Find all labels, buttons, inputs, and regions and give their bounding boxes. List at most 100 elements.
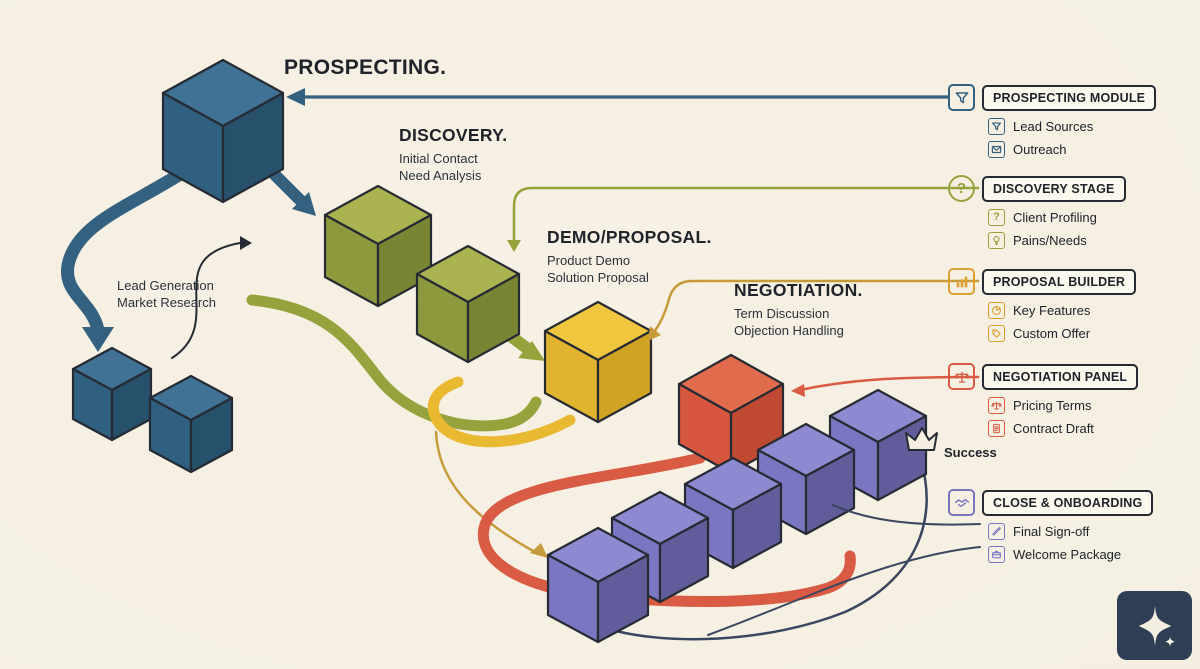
discovery-sub2: Need Analysis — [399, 168, 482, 183]
legend-title: PROPOSAL BUILDER — [982, 268, 1137, 295]
brand-logo — [1117, 591, 1192, 660]
flow-demo-to-close — [434, 430, 548, 558]
legend-group-negotiation: NEGOTIATION PANEL Pricing Terms Contract… — [948, 363, 1200, 437]
discovery-subtitle: Initial Contact Need Analysis — [399, 150, 481, 184]
document-icon — [988, 420, 1005, 437]
legend-item: Custom Offer — [988, 325, 1200, 342]
negotiation-sub2: Objection Handling — [734, 323, 844, 338]
flow-close-loop — [596, 456, 928, 641]
arrowhead — [240, 236, 252, 250]
legend-item-label: Lead Sources — [1013, 119, 1094, 134]
discovery-cube-2 — [415, 244, 521, 364]
legend-title: NEGOTIATION PANEL — [982, 363, 1139, 390]
legend-item-label: Pains/Needs — [1013, 233, 1087, 248]
discovery-sub1: Initial Contact — [399, 151, 478, 166]
crown-icon — [905, 427, 938, 451]
negotiation-title: NEGOTIATION. — [734, 280, 863, 300]
sparkle-icon — [1138, 605, 1175, 647]
close-cube-1 — [546, 526, 650, 644]
research-label: Lead Generation Market Research — [117, 277, 216, 311]
legend-item-label: Custom Offer — [1013, 326, 1091, 341]
discovery-title: DISCOVERY. — [399, 125, 508, 145]
question-icon: ? — [988, 209, 1005, 226]
connector-discovery-stage — [507, 186, 980, 252]
flow-demo-loop — [427, 376, 576, 448]
legend-item: Contract Draft — [988, 420, 1200, 437]
connector-final-signoff — [832, 504, 981, 526]
connector-welcome-package — [707, 546, 981, 636]
scales-icon — [988, 397, 1005, 414]
legend-head: NEGOTIATION PANEL — [948, 363, 1200, 390]
question-glyph: ? — [956, 180, 967, 197]
connector-proposal-builder — [648, 279, 980, 341]
legend-item-label: Outreach — [1013, 142, 1067, 157]
connector-prospecting-module — [286, 88, 950, 106]
legend-group-prospecting: PROSPECTING MODULE Lead Sources Outreach — [948, 84, 1200, 158]
legend-item: Lead Sources — [988, 118, 1200, 135]
legend-title: DISCOVERY STAGE — [982, 175, 1126, 202]
demo-title: DEMO/PROPOSAL. — [547, 227, 712, 247]
legend-item: Pricing Terms — [988, 397, 1200, 414]
pie-chart-icon — [988, 302, 1005, 319]
legend-item-label: Final Sign-off — [1013, 524, 1090, 539]
demo-cube — [543, 300, 653, 424]
legend-group-proposal: PROPOSAL BUILDER Key Features Custom Off… — [948, 268, 1200, 342]
demo-sub2: Solution Proposal — [547, 270, 649, 285]
legend-title: PROSPECTING MODULE — [982, 84, 1157, 111]
arrowhead — [530, 543, 548, 558]
question-icon: ? — [948, 175, 975, 202]
arrowhead — [518, 341, 545, 361]
flow-prospecting-to-research — [61, 145, 219, 352]
research-cube-2 — [148, 374, 234, 474]
legend-item-label: Pricing Terms — [1013, 398, 1092, 413]
funnel-icon — [948, 84, 975, 111]
research-cube-1 — [71, 346, 153, 442]
negotiation-subtitle: Term Discussion Objection Handling — [734, 305, 844, 339]
legend-head: PROSPECTING MODULE — [948, 84, 1200, 111]
legend-group-close: CLOSE & ONBOARDING Final Sign-off Welcom… — [948, 489, 1200, 563]
legend-item: Key Features — [988, 302, 1200, 319]
legend-item-label: Welcome Package — [1013, 547, 1122, 562]
envelope-icon — [988, 141, 1005, 158]
pen-icon — [988, 523, 1005, 540]
legend-item: Pains/Needs — [988, 232, 1200, 249]
offer-tag-icon — [988, 325, 1005, 342]
research-line1: Lead Generation — [117, 278, 214, 293]
arrowhead — [292, 192, 316, 216]
negotiation-sub1: Term Discussion — [734, 306, 830, 321]
arrowhead — [286, 88, 305, 106]
flow-discovery-loop — [246, 294, 542, 432]
legend-head: PROPOSAL BUILDER — [948, 268, 1200, 295]
legend-item: Final Sign-off — [988, 523, 1200, 540]
flow-research-loop — [171, 236, 252, 359]
legend-item-label: Key Features — [1013, 303, 1091, 318]
demo-sub1: Product Demo — [547, 253, 631, 268]
prospecting-cube — [161, 58, 285, 204]
success-label: Success — [944, 445, 997, 460]
legend-item-label: Client Profiling — [1013, 210, 1097, 225]
lightbulb-icon — [988, 232, 1005, 249]
legend-item-label: Contract Draft — [1013, 421, 1094, 436]
legend-group-discovery: ? DISCOVERY STAGE ? Client Profiling Pai… — [948, 175, 1200, 249]
funnel-icon — [988, 118, 1005, 135]
handshake-icon — [948, 489, 975, 516]
arrowhead — [791, 384, 805, 397]
bar-chart-icon — [948, 268, 975, 295]
connector-negotiation-panel — [791, 375, 980, 397]
prospecting-title: PROSPECTING. — [284, 56, 447, 79]
scales-icon — [948, 363, 975, 390]
package-icon — [988, 546, 1005, 563]
arrowhead — [648, 326, 661, 341]
arrowhead — [82, 327, 114, 352]
discovery-cube-1 — [323, 184, 433, 308]
research-line2: Market Research — [117, 295, 216, 310]
legend-head: CLOSE & ONBOARDING — [948, 489, 1200, 516]
question-glyph: ? — [993, 211, 1000, 223]
demo-subtitle: Product Demo Solution Proposal — [547, 252, 649, 286]
legend-item: ? Client Profiling — [988, 209, 1200, 226]
legend-item: Outreach — [988, 141, 1200, 158]
legend-item: Welcome Package — [988, 546, 1200, 563]
legend-head: ? DISCOVERY STAGE — [948, 175, 1200, 202]
